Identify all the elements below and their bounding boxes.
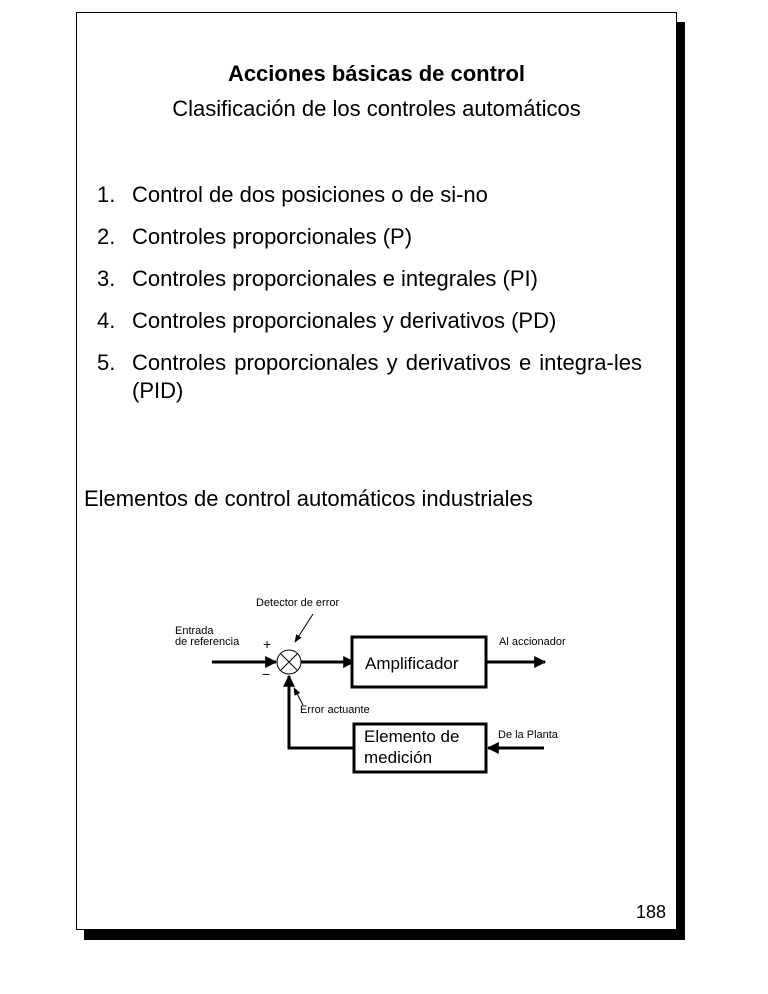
list-item: 3. Controles proporcionales e integrales … (97, 265, 667, 293)
list-number: 5. (97, 350, 116, 375)
page-subtitle: Clasificación de los controles automátic… (172, 96, 581, 121)
measurement-label-line1: Elemento de (364, 727, 459, 746)
detector-pointer (294, 613, 314, 643)
summing-junction (276, 649, 302, 675)
controller-list: 1. Control de dos posiciones o de si-no 2… (97, 181, 667, 419)
detector-label: Detector de error (256, 597, 339, 609)
feedback-arrow (283, 674, 354, 750)
plus-sign: + (263, 636, 271, 652)
list-number: 2. (97, 224, 116, 249)
list-item: 4. Controles proporcionales y derivativos… (97, 307, 667, 335)
list-number: 1. (97, 182, 116, 207)
output-label: Al accionador (499, 636, 566, 648)
list-item: 1. Control de dos posiciones o de si-no (97, 181, 667, 209)
list-item: 2. Controles proporcionales (P) (97, 223, 667, 251)
list-number: 4. (97, 308, 116, 333)
measurement-block (352, 722, 488, 774)
amplifier-label: Amplificador (365, 654, 459, 673)
list-text: Controles proporcionales (P) (132, 224, 413, 249)
measurement-label-line2: medición (364, 748, 432, 767)
list-number: 3. (97, 266, 116, 291)
error-pointer (293, 687, 304, 706)
section-heading: Elementos de control automáticos industr… (84, 486, 533, 511)
input-label-line1: Entrada (175, 625, 214, 637)
list-text: Controles proporcionales e integrales (P… (132, 266, 538, 291)
list-text: Controles proporcionales y derivativos (… (132, 308, 557, 333)
list-text: Control de dos posiciones o de si-no (132, 182, 488, 207)
list-text: Controles proporcionales y derivativos e… (132, 350, 642, 403)
list-item: 5. Controles proporcionales y derivativos… (97, 349, 667, 405)
plant-label: De la Planta (498, 729, 559, 741)
minus-sign: − (262, 666, 270, 682)
input-label-line2: de referencia (175, 636, 240, 648)
page: Acciones básicas de control Clasificació… (76, 12, 677, 930)
page-number: 188 (635, 902, 666, 922)
page-title: Acciones básicas de control (227, 61, 526, 86)
error-label: Error actuante (300, 704, 370, 716)
